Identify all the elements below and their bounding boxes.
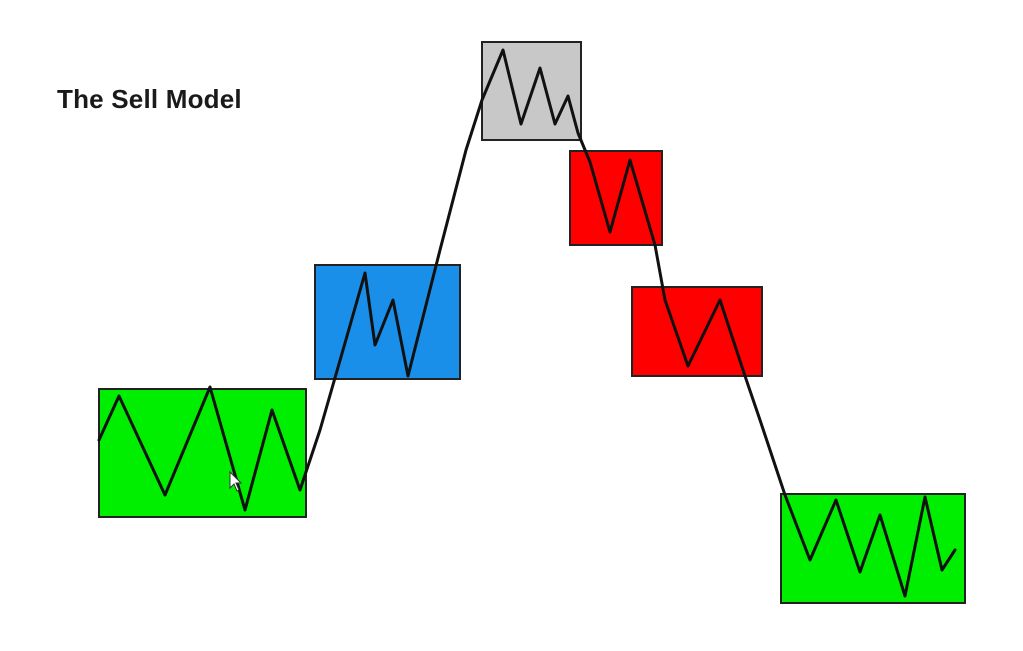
cursor-arrow-icon <box>229 470 243 492</box>
zone-reaccumulation <box>314 264 461 380</box>
diagram-title: The Sell Model <box>57 84 242 114</box>
zone-redistribution-1 <box>569 150 663 246</box>
price-path-line <box>97 48 957 598</box>
zone-accumulation-end <box>780 493 966 604</box>
zone-redistribution-2 <box>631 286 763 377</box>
